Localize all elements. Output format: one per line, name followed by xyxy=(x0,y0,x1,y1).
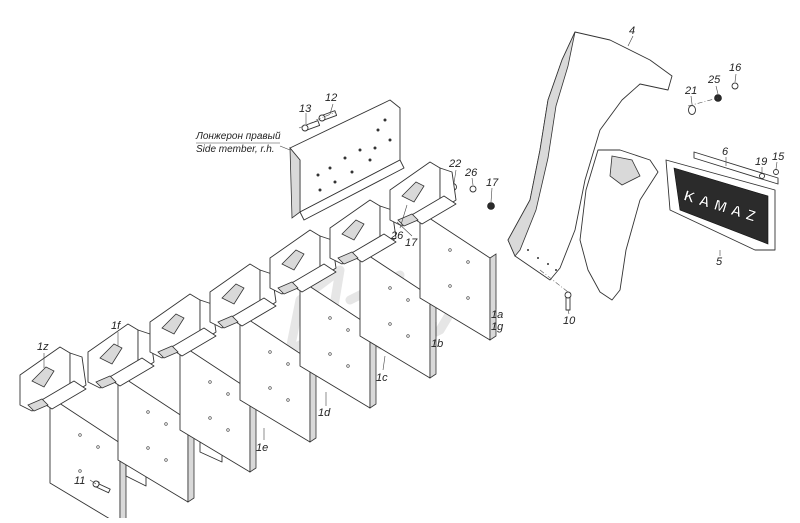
callout-17a: 17 xyxy=(486,177,499,189)
callout-1z: 1z xyxy=(37,341,49,353)
washer-16 xyxy=(731,82,739,90)
callout-10: 10 xyxy=(563,315,576,327)
centerlines xyxy=(298,97,719,293)
bolt-13 xyxy=(301,120,321,132)
side-member-rh xyxy=(289,99,405,221)
washer-21 xyxy=(688,105,696,115)
callout-5: 5 xyxy=(716,256,723,268)
mudflap-5: KAMAZ xyxy=(665,159,776,251)
callout-22: 22 xyxy=(448,158,461,170)
callout-4: 4 xyxy=(629,25,635,37)
annotation-en: Side member, r.h. xyxy=(196,144,275,155)
nut-17 xyxy=(487,202,495,210)
bolt-11 xyxy=(92,480,111,494)
side-member-annotation: Лонжерон правый Side member, r.h. xyxy=(195,131,281,155)
callout-26b: 26 xyxy=(390,230,404,242)
callout-1e: 1e xyxy=(256,442,268,454)
callout-17b: 17 xyxy=(405,237,418,249)
bolt-12 xyxy=(318,110,338,122)
callout-25: 25 xyxy=(707,74,721,86)
callout-16: 16 xyxy=(729,62,742,74)
washer-19 xyxy=(759,173,765,179)
callout-1g: 1g xyxy=(491,321,504,333)
annotation-ru: Лонжерон правый xyxy=(195,131,281,142)
bolt-15 xyxy=(773,169,779,175)
callout-19: 19 xyxy=(755,156,767,168)
leader-lines xyxy=(43,35,778,485)
callout-1d: 1d xyxy=(318,407,331,419)
callout-13: 13 xyxy=(299,103,312,115)
callout-6: 6 xyxy=(722,146,729,158)
callout-1b: 1b xyxy=(431,338,443,350)
callout-12: 12 xyxy=(325,92,337,104)
callout-26a: 26 xyxy=(464,167,478,179)
strip-6 xyxy=(693,151,779,185)
callout-1f: 1f xyxy=(111,320,121,332)
bolt-10 xyxy=(564,291,572,311)
callout-15: 15 xyxy=(772,151,785,163)
callout-11: 11 xyxy=(74,475,85,487)
fender-4 xyxy=(507,31,673,301)
callout-labels: 4 25 16 21 13 12 6 19 15 22 26 17 26 17 … xyxy=(37,25,785,487)
callout-1c: 1c xyxy=(376,372,388,384)
callout-1a: 1a xyxy=(491,309,503,321)
nut-26 xyxy=(469,185,477,193)
callout-21: 21 xyxy=(684,85,697,97)
